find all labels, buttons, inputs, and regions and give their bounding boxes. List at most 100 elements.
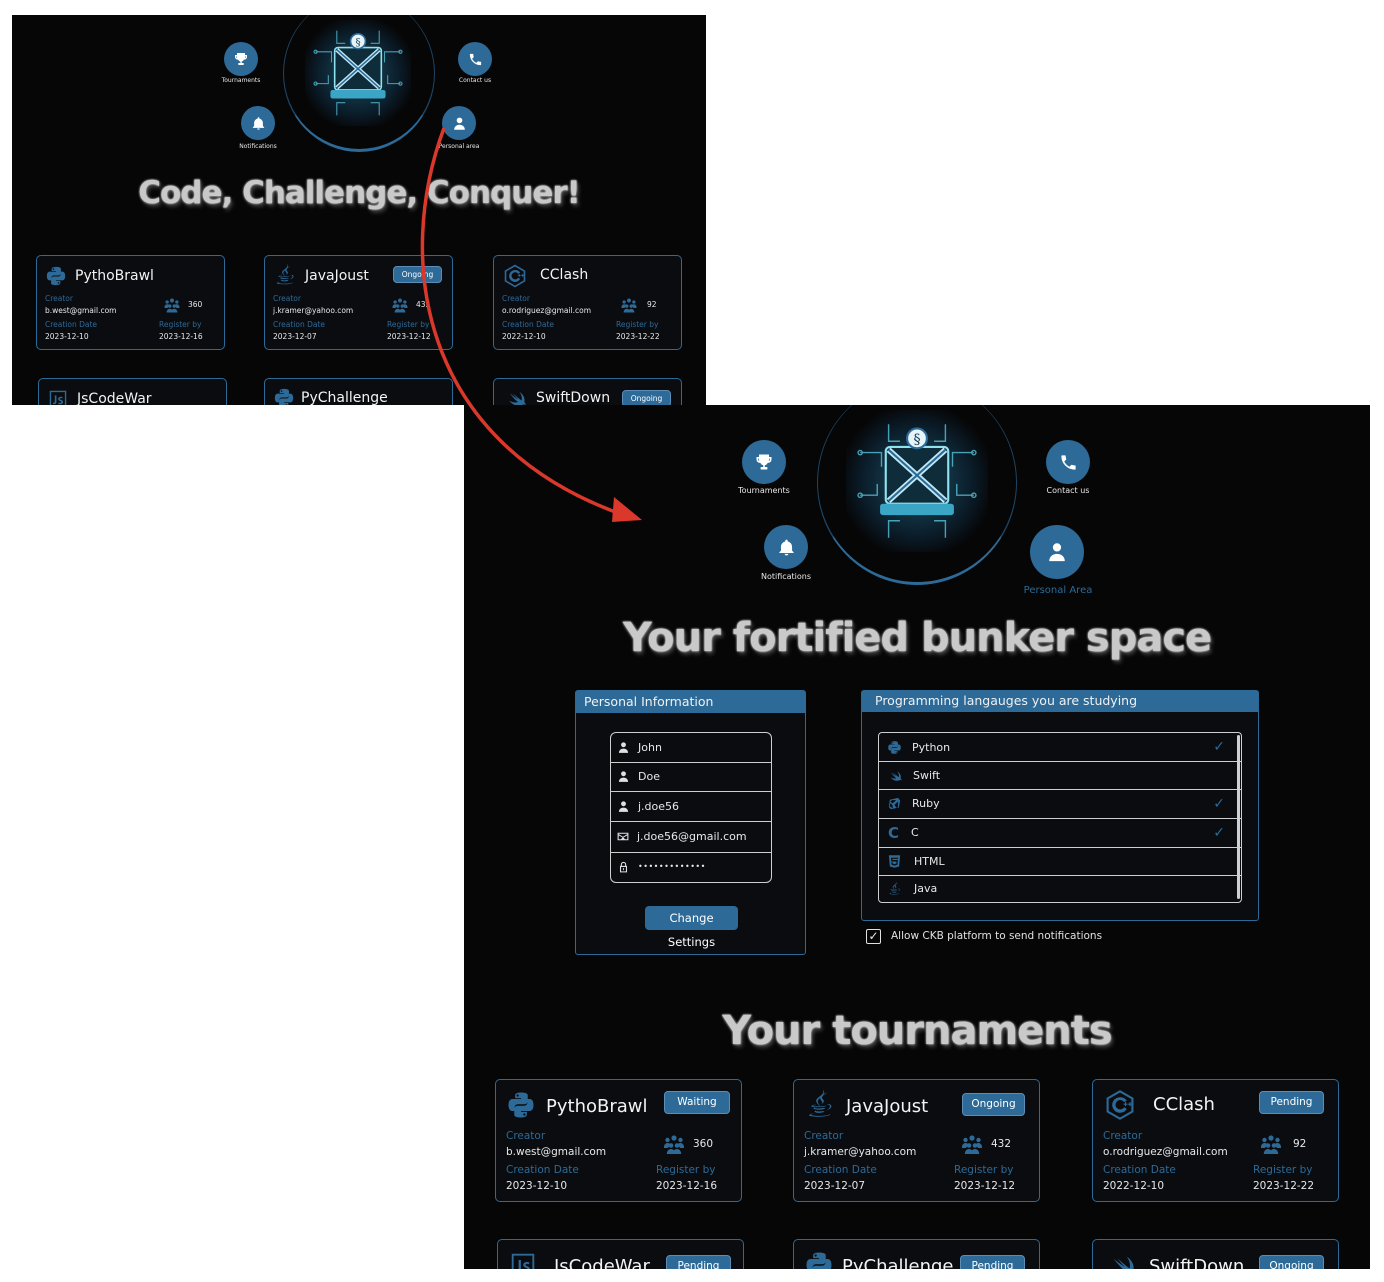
personal-information-panel: Personal Information John Doe j.doe56 j.… [575, 690, 806, 955]
card-title: SwiftDown [536, 390, 611, 405]
creation-date-label: Creation Date [502, 320, 555, 329]
nav-personal-area-button[interactable] [1030, 525, 1084, 579]
nav-notifications-label: Notifications [760, 572, 812, 581]
nav-tournaments-button[interactable] [224, 42, 258, 76]
languages-list: Python ✓ Swift Ruby ✓ C C ✓ HTML [878, 732, 1242, 903]
nav-personal-area-label: Personal Area [1023, 585, 1093, 596]
creator-label: Creator [1103, 1130, 1143, 1142]
panel-header: Programming langauges you are studying [862, 691, 1258, 712]
nav-tournaments-label: Tournaments [221, 77, 261, 84]
register-by-label: Register by [954, 1164, 1014, 1176]
language-row-html[interactable]: HTML [879, 847, 1241, 876]
language-name: C [911, 826, 919, 839]
nav-contact-label: Contact us [1046, 486, 1090, 495]
email-value: j.doe56@gmail.com [637, 830, 747, 843]
creator-value: j.kramer@yahoo.com [273, 306, 354, 315]
card-title: JavaJoust [305, 268, 369, 284]
tournament-card-cclash[interactable]: CClash Pending Creator o.rodriguez@gmail… [1092, 1079, 1339, 1202]
languages-scrollbar[interactable] [1237, 735, 1240, 899]
card-title: JsCodeWar [554, 1256, 650, 1269]
tournament-card-pychallenge[interactable]: PyChallenge [264, 378, 453, 405]
creator-label: Creator [45, 294, 73, 303]
email-field[interactable]: j.doe56@gmail.com [611, 821, 771, 853]
creator-label: Creator [273, 294, 301, 303]
last-name-field[interactable]: Doe [611, 762, 771, 792]
creator-label: Creator [804, 1130, 844, 1142]
ckb-logo: § [305, 20, 411, 126]
password-field[interactable]: ••••••••••••• [611, 852, 771, 881]
language-row-ruby[interactable]: Ruby ✓ [879, 789, 1241, 819]
creation-date-value: 2023-12-10 [506, 1180, 568, 1192]
language-name: Ruby [912, 797, 940, 810]
register-by-value: 2023-12-16 [159, 332, 203, 341]
participants-count: 92 [1293, 1138, 1307, 1150]
first-name-field[interactable]: John [611, 733, 771, 763]
nav-notifications-label: Notifications [239, 143, 277, 150]
nav-tournaments-button[interactable] [742, 440, 786, 484]
nav-personal-area-button[interactable] [442, 106, 476, 140]
tournament-card-javajoust[interactable]: JavaJoust Ongoing Creator j.kramer@yahoo… [264, 255, 453, 350]
tournament-card-pychallenge[interactable]: PyChallenge Pending [793, 1239, 1040, 1269]
nav-contact-button[interactable] [458, 42, 492, 76]
language-name: Java [914, 881, 938, 895]
participants-count: 432 [416, 300, 431, 309]
nav-contact-label: Contact us [458, 77, 492, 84]
card-title: JsCodeWar [77, 391, 152, 405]
tournament-card-swiftdown[interactable]: SwiftDown Ongoing [1092, 1239, 1339, 1269]
participants-count: 360 [188, 300, 203, 309]
creation-date-value: 2022-12-10 [502, 332, 546, 341]
register-by-value: 2023-12-16 [656, 1180, 718, 1192]
tournament-card-pythobrawl[interactable]: PythoBrawl Waiting Creator b.west@gmail.… [495, 1079, 742, 1202]
status-badge: Ongoing [962, 1093, 1025, 1116]
creator-label: Creator [502, 294, 530, 303]
status-badge: Waiting [664, 1091, 730, 1114]
username-field[interactable]: j.doe56 [611, 791, 771, 822]
language-row-java[interactable]: Java [879, 875, 1241, 901]
language-row-c[interactable]: C C ✓ [879, 818, 1241, 848]
register-by-label: Register by [387, 320, 430, 329]
participants-count: 432 [991, 1138, 1012, 1150]
register-by-value: 2023-12-12 [954, 1180, 1016, 1192]
password-value: ••••••••••••• [638, 862, 706, 871]
creation-date-label: Creation Date [804, 1164, 877, 1176]
language-row-python[interactable]: Python ✓ [879, 733, 1241, 762]
username-value: j.doe56 [638, 799, 680, 813]
creator-value: o.rodriguez@gmail.com [502, 306, 592, 315]
language-name: HTML [914, 854, 945, 868]
check-icon: ✓ [1213, 795, 1225, 812]
home-screenshot: § Tournaments Contact us Notifications P… [12, 15, 706, 405]
nav-notifications-button[interactable] [241, 106, 275, 140]
register-by-value: 2023-12-22 [1253, 1180, 1315, 1192]
change-settings-button[interactable]: Change Settings [645, 906, 738, 949]
tournament-card-swiftdown[interactable]: SwiftDown Ongoing [493, 378, 682, 405]
personal-fields: John Doe j.doe56 j.doe56@gmail.com •••••… [610, 732, 772, 883]
card-title: PythoBrawl [546, 1096, 648, 1117]
notifications-checkbox[interactable]: ✓ [866, 929, 881, 944]
creator-label: Creator [506, 1130, 546, 1142]
status-badge: Ongoing [393, 266, 442, 283]
nav-contact-button[interactable] [1046, 440, 1090, 484]
nav-notifications-button[interactable] [764, 525, 808, 569]
tournament-card-jscodewar[interactable]: JsCodeWar Pending [497, 1239, 744, 1269]
check-icon: ✓ [1213, 824, 1225, 841]
home-headline: Code, Challenge, Conquer! [138, 175, 581, 211]
svg-text:§: § [913, 432, 920, 448]
last-name-value: Doe [638, 770, 660, 783]
tournament-card-jscodewar[interactable]: JsCodeWar [38, 378, 227, 405]
tournament-card-pythobrawl[interactable]: PythoBrawl Creator b.west@gmail.com 360 … [36, 255, 225, 350]
creation-date-label: Creation Date [1103, 1164, 1176, 1176]
creation-date-value: 2023-12-07 [804, 1180, 866, 1192]
language-row-swift[interactable]: Swift [879, 761, 1241, 790]
personal-headline: Your fortified bunker space [622, 615, 1212, 661]
notifications-checkbox-label: Allow CKB platform to send notifications [891, 930, 1103, 942]
first-name-value: John [638, 741, 662, 754]
your-tournaments-headline: Your tournaments [722, 1008, 1112, 1054]
nav-personal-area-label: Personal area [438, 143, 480, 150]
tournament-card-cclash[interactable]: CClash Creator o.rodriguez@gmail.com 92 … [493, 255, 682, 350]
creation-date-label: Creation Date [273, 320, 326, 329]
card-title: PyChallenge [842, 1256, 954, 1269]
personal-area-screenshot: § Tournaments Contact us Notifications P… [464, 405, 1370, 1269]
creator-value: b.west@gmail.com [506, 1146, 607, 1158]
register-by-value: 2023-12-22 [616, 332, 660, 341]
tournament-card-javajoust[interactable]: JavaJoust Ongoing Creator j.kramer@yahoo… [793, 1079, 1040, 1202]
